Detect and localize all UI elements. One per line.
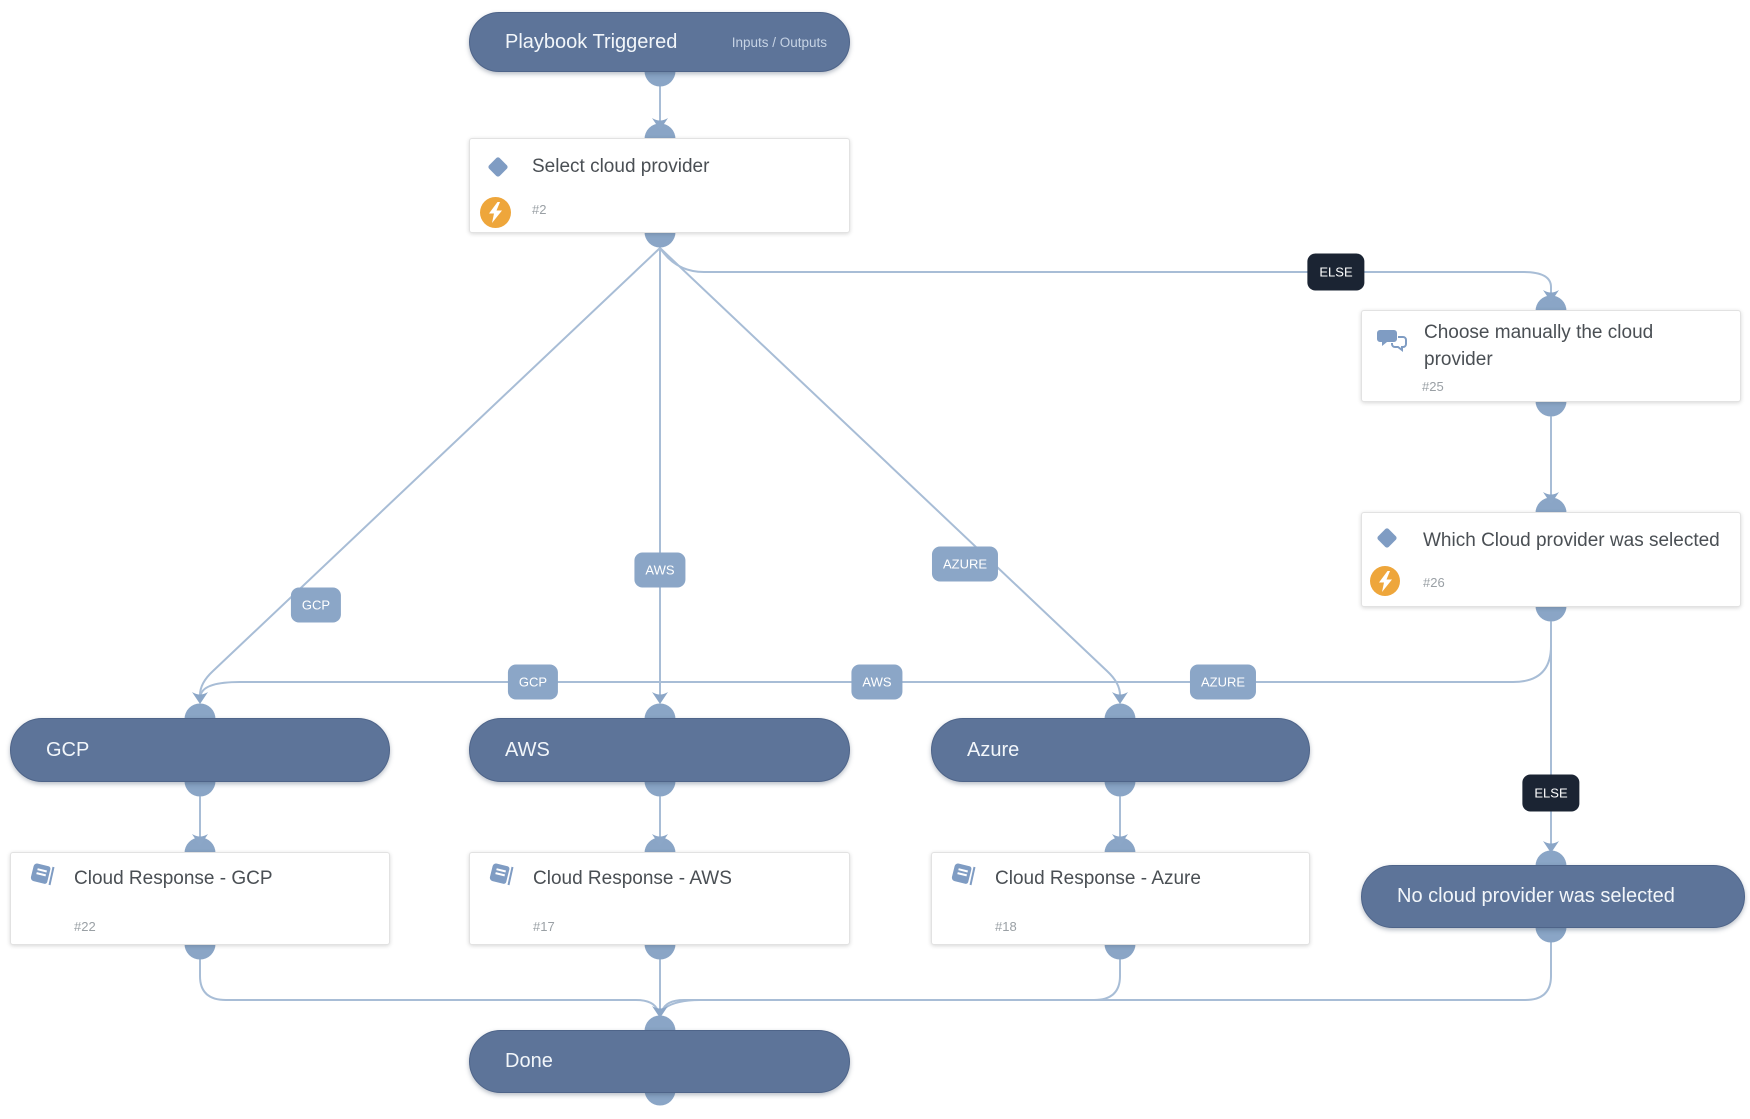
- task-cloud-response-aws[interactable]: Cloud Response - AWS #17: [469, 852, 850, 945]
- section-title: AWS: [505, 738, 550, 761]
- task-select-cloud-provider[interactable]: Select cloud provider #2: [469, 138, 850, 233]
- task-id: #22: [74, 919, 96, 934]
- branch-label-azure: AZURE: [1189, 664, 1257, 700]
- branch-label-azure: AZURE: [931, 546, 999, 582]
- task-title: Cloud Response - AWS: [533, 868, 732, 889]
- section-header-done[interactable]: Done: [469, 1030, 850, 1093]
- task-id: #26: [1423, 575, 1445, 590]
- section-header-azure[interactable]: Azure: [931, 718, 1310, 782]
- playbook-book-icon: [951, 863, 976, 886]
- section-header-gcp[interactable]: GCP: [10, 718, 390, 782]
- task-title: Choose manually the cloud provider: [1424, 322, 1654, 370]
- task-id: #25: [1422, 379, 1444, 394]
- section-title: Azure: [967, 738, 1020, 761]
- playbook-book-icon: [489, 863, 514, 886]
- manual-chat-icon: [1377, 330, 1407, 352]
- task-which-cloud-provider[interactable]: Which Cloud provider was selected #26: [1361, 512, 1741, 607]
- task-title: Which Cloud provider was selected: [1423, 530, 1720, 551]
- branch-label-gcp: GCP: [507, 664, 559, 700]
- task-title: Select cloud provider: [532, 156, 710, 177]
- section-title: GCP: [46, 738, 90, 761]
- task-cloud-response-gcp[interactable]: Cloud Response - GCP #22: [10, 852, 390, 945]
- section-header-no-cloud-provider[interactable]: No cloud provider was selected: [1361, 865, 1745, 928]
- else-branch-label: ELSE: [1307, 253, 1365, 291]
- else-branch-label: ELSE: [1522, 774, 1580, 812]
- task-cloud-response-azure[interactable]: Cloud Response - Azure #18: [931, 852, 1310, 945]
- branch-label-aws: AWS: [634, 552, 686, 588]
- branch-label-aws: AWS: [851, 664, 903, 700]
- section-header-aws[interactable]: AWS: [469, 718, 850, 782]
- playbook-triggered-node[interactable]: Playbook Triggered Inputs / Outputs: [469, 12, 850, 72]
- section-title: No cloud provider was selected: [1397, 885, 1675, 907]
- section-title: Done: [505, 1050, 553, 1072]
- automation-lightning-icon: [480, 197, 511, 228]
- task-title: Cloud Response - GCP: [74, 868, 273, 889]
- playbook-triggered-title: Playbook Triggered: [505, 30, 678, 53]
- condition-diamond-icon: [1377, 528, 1397, 548]
- task-id: #2: [532, 202, 547, 217]
- automation-lightning-icon: [1370, 566, 1400, 596]
- playbook-book-icon: [30, 863, 55, 886]
- condition-diamond-icon: [488, 157, 508, 177]
- inputs-outputs-link[interactable]: Inputs / Outputs: [731, 34, 827, 50]
- task-id: #18: [995, 919, 1017, 934]
- task-id: #17: [533, 919, 555, 934]
- branch-label-gcp: GCP: [290, 587, 342, 623]
- task-choose-manually[interactable]: Choose manually the cloud provider #25: [1361, 310, 1741, 402]
- task-title: Cloud Response - Azure: [995, 868, 1201, 889]
